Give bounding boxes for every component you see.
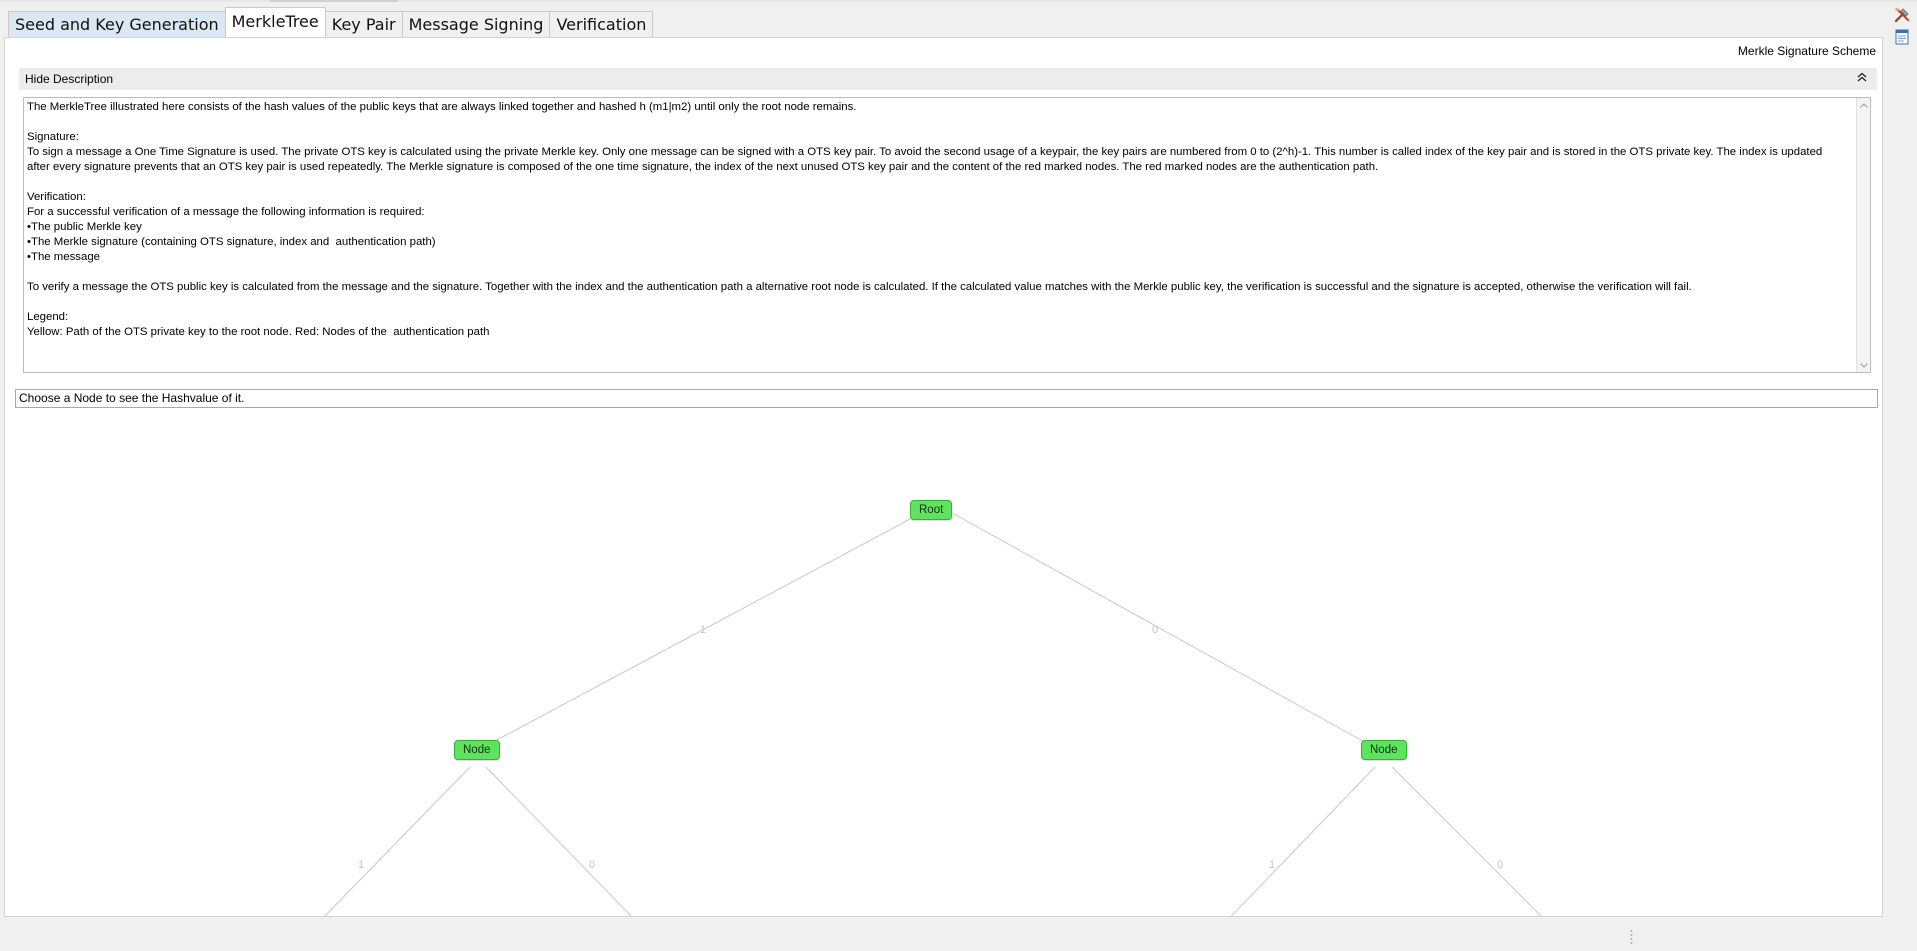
edge-right-right [1391,766,1542,916]
description-scrollbar[interactable] [1856,98,1870,372]
description-text: The MerkleTree illustrated here consists… [27,101,1823,338]
left-node[interactable]: Node [454,740,500,760]
edge-left-right [485,766,632,916]
edge-root-left [479,509,928,750]
tab-bar: Seed and Key Generation MerkleTree Key P… [8,7,654,37]
top-strip [0,0,1917,2]
edge-label-left-left: 1 [358,859,365,871]
hash-value-field[interactable]: Choose a Node to see the Hashvalue of it… [15,389,1878,408]
edge-label-root-right: 0 [1152,624,1159,636]
tab-verification[interactable]: Verification [549,11,654,37]
edge-right-left [1230,766,1376,916]
edge-root-right [946,509,1378,750]
side-toolbar [1893,6,1915,50]
scroll-down-icon[interactable] [1857,358,1870,372]
tree-edges [324,509,1542,916]
tools-icon[interactable] [1893,6,1911,24]
description-header[interactable]: Hide Description [19,68,1877,90]
tab-seed-and-key-generation[interactable]: Seed and Key Generation [8,11,226,37]
edge-label-right-right: 0 [1497,859,1504,871]
help-document-icon[interactable] [1893,28,1911,46]
status-grip-icon[interactable] [1630,929,1633,947]
scheme-title: Merkle Signature Scheme [1737,44,1876,58]
edge-label-root-left: 1 [700,624,707,636]
description-textarea[interactable]: The MerkleTree illustrated here consists… [23,97,1871,373]
top-strip-mark [270,0,398,2]
tab-key-pair[interactable]: Key Pair [324,11,403,37]
root-node[interactable]: Root [910,500,953,520]
merkle-tree-canvas[interactable]: 1 0 1 0 1 0 Root Node Node [5,418,1882,916]
right-node[interactable]: Node [1361,740,1407,760]
hide-description-label[interactable]: Hide Description [25,72,114,86]
status-bar [0,925,1917,951]
tab-merkle-tree[interactable]: MerkleTree [224,7,326,37]
scroll-up-icon[interactable] [1857,98,1870,112]
tab-message-signing[interactable]: Message Signing [401,11,551,37]
edge-label-left-right: 0 [589,859,596,871]
merkle-tree-panel: Merkle Signature Scheme Hide Description… [4,37,1883,917]
edge-left-left [324,766,471,916]
collapse-chevron-icon[interactable] [1855,70,1869,86]
edge-label-right-left: 1 [1269,859,1276,871]
